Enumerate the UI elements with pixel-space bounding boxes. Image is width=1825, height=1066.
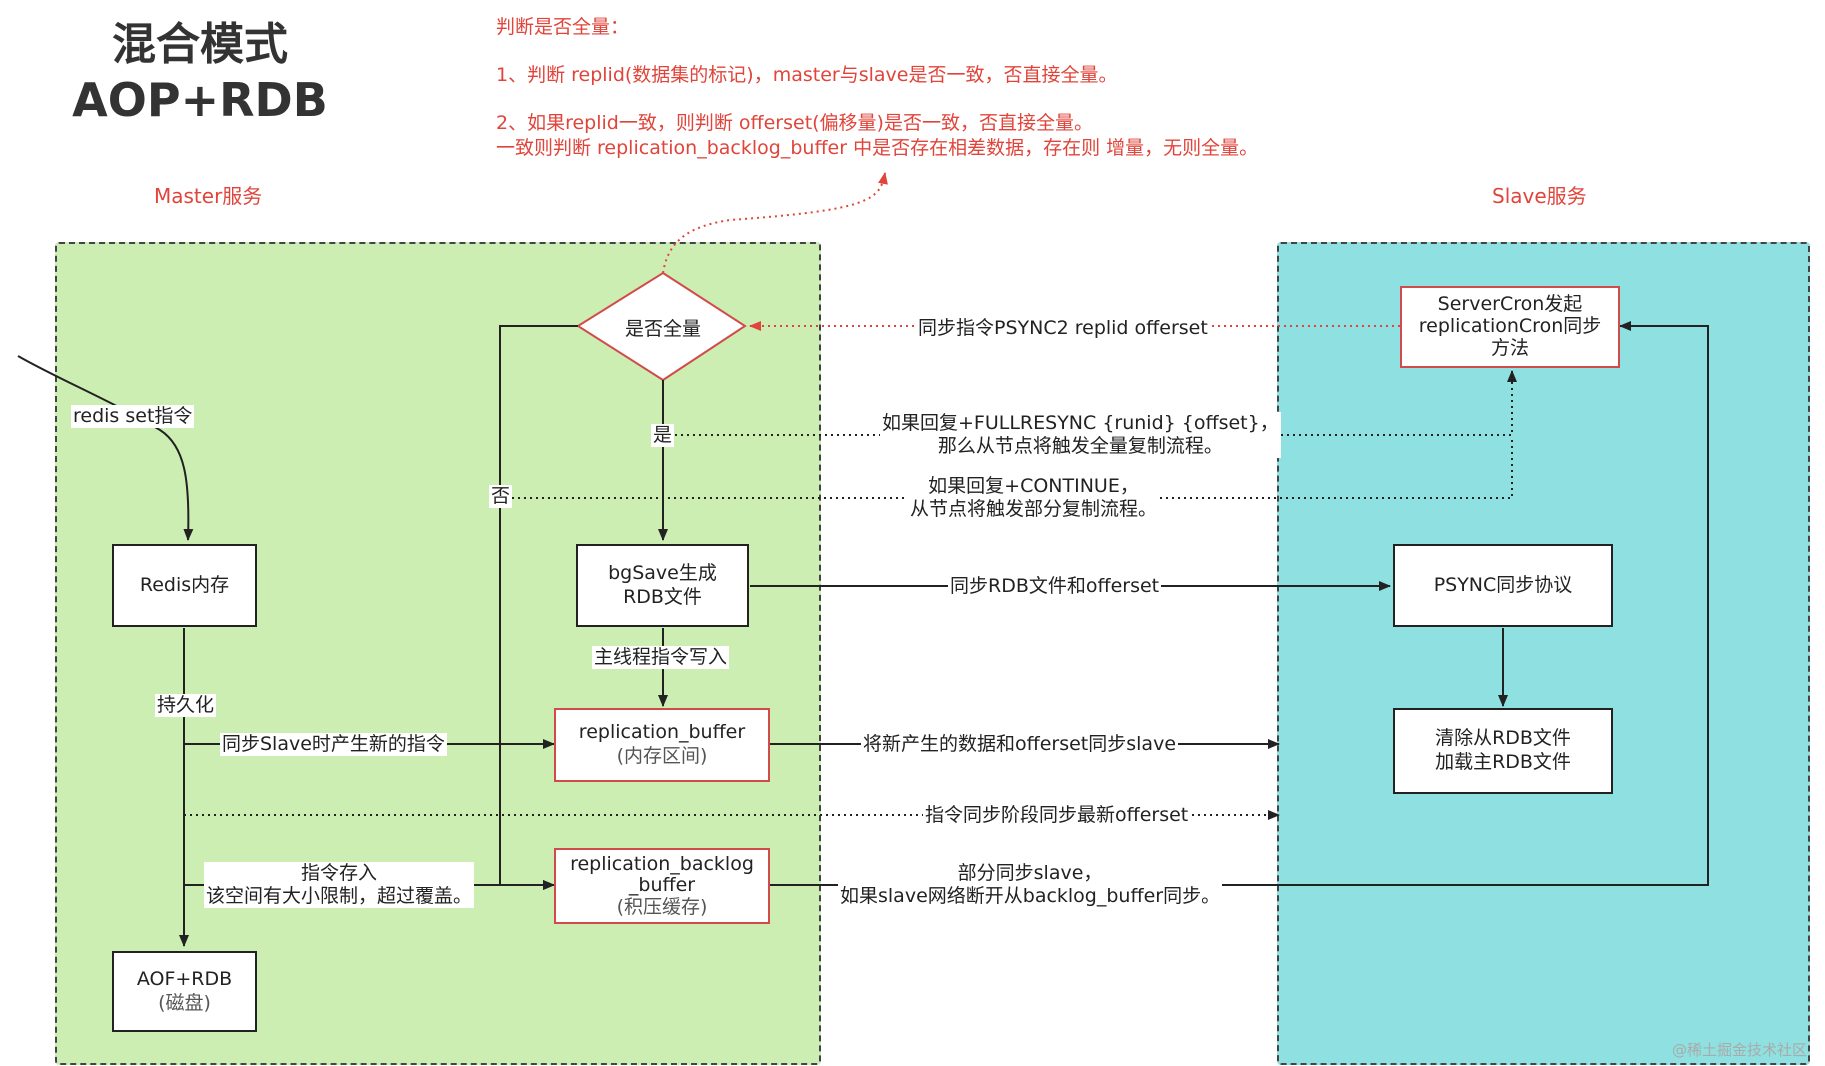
partial-sync-line-2: 如果slave网络断开从backlog_buffer同步。 (840, 884, 1221, 907)
clear-rdb-node: 清除从RDB文件 加载主RDB文件 (1393, 708, 1613, 794)
continue-label: 如果回复+CONTINUE， 从节点将触发部分复制流程。 (908, 475, 1160, 521)
no-label: 否 (489, 485, 513, 508)
partial-sync-connector (770, 321, 1709, 886)
slave-service-label: Slave服务 (1492, 184, 1587, 208)
watermark: @稀土掘金技术社区 (1671, 1041, 1807, 1059)
servercron-line-3: 方法 (1490, 336, 1529, 359)
partial-sync-label: 部分同步slave， 如果slave网络断开从backlog_buffer同步。 (838, 862, 1223, 908)
replication-buffer-line-1: replication_buffer (578, 721, 746, 744)
redis-memory-node: Redis内存 (112, 544, 257, 627)
servercron-node: ServerCron发起 replicationCron同步 方法 (1400, 286, 1620, 368)
fullresync-line-2: 那么从节点将触发全量复制流程。 (937, 434, 1223, 457)
redis-set-connector (17, 355, 194, 541)
backlog-line-3: (积压缓存) (616, 895, 708, 918)
sync-slave-new-label: 同步Slave时产生新的指令 (220, 733, 447, 756)
note-item-2: 2、如果replid一致，则判断 offerset(偏移量)是否一致，否直接全量… (496, 112, 1093, 134)
diagram-subtitle: AOP+RDB (72, 73, 328, 127)
aof-rdb-node: AOF+RDB (磁盘) (112, 951, 257, 1032)
store-cmd-line-1: 指令存入 (301, 862, 378, 884)
continue-line-2: 从节点将触发部分复制流程。 (910, 497, 1158, 520)
bgsave-line-1: bgSave生成 (608, 561, 717, 584)
bgsave-line-2: RDB文件 (623, 585, 702, 608)
backlog-line-1: replication_backlog (570, 853, 754, 876)
persist-label: 持久化 (155, 694, 217, 717)
fullresync-line-1: 如果回复+FULLRESYNC {runid} {offset}， (882, 412, 1279, 434)
servercron-line-1: ServerCron发起 (1437, 293, 1583, 316)
redis-set-label: redis set指令 (71, 405, 195, 428)
continue-connector (500, 440, 1513, 499)
psync-label: PSYNC同步协议 (1433, 573, 1573, 596)
aof-rdb-line-2: (磁盘) (158, 991, 211, 1014)
psync-node: PSYNC同步协议 (1393, 544, 1613, 627)
clear-rdb-line-2: 加载主RDB文件 (1435, 751, 1571, 773)
slave-region (1277, 242, 1810, 1065)
master-service-label: Master服务 (154, 184, 263, 208)
new-data-label: 将新产生的数据和offerset同步slave (861, 733, 1179, 756)
bgsave-node: bgSave生成 RDB文件 (576, 544, 749, 627)
psync2-label: 同步指令PSYNC2 replid offerset (916, 317, 1210, 340)
fullresync-label: 如果回复+FULLRESYNC {runid} {offset}， 那么从节点将… (880, 412, 1281, 458)
yes-label: 是 (651, 424, 675, 447)
aof-rdb-line-1: AOF+RDB (136, 967, 233, 990)
note-heading: 判断是否全量： (496, 16, 630, 38)
decision-to-notes-connector (662, 172, 888, 274)
decision-label: 是否全量 (624, 318, 701, 340)
store-cmd-line-2: 该空间有大小限制，超过覆盖。 (206, 884, 473, 907)
main-thread-label: 主线程指令写入 (592, 646, 730, 669)
clear-rdb-line-1: 清除从RDB文件 (1435, 727, 1571, 750)
store-cmd-label: 指令存入 该空间有大小限制，超过覆盖。 (204, 862, 475, 908)
continue-line-1: 如果回复+CONTINUE， (928, 475, 1139, 497)
replication-buffer-line-2: (内存区间) (616, 745, 708, 767)
redis-memory-label: Redis内存 (139, 573, 230, 596)
note-item-2b: 一致则判断 replication_backlog_buffer 中是否存在相差… (496, 137, 1259, 159)
note-item-1: 1、判断 replid(数据集的标记)，master与slave是否一致，否直接… (496, 64, 1118, 86)
backlog-line-2: _buffer (628, 874, 696, 897)
servercron-line-2: replicationCron同步 (1418, 315, 1602, 338)
no-connector (499, 325, 578, 890)
sync-rdb-label: 同步RDB文件和offerset (948, 575, 1162, 598)
diagram-title: 混合模式 (112, 19, 288, 70)
partial-sync-line-1: 部分同步slave， (957, 862, 1103, 884)
replication-buffer-node: replication_buffer (内存区间) (554, 708, 770, 782)
latest-offset-label: 指令同步阶段同步最新offerset (923, 804, 1191, 827)
backlog-buffer-node: replication_backlog _buffer (积压缓存) (554, 848, 770, 924)
